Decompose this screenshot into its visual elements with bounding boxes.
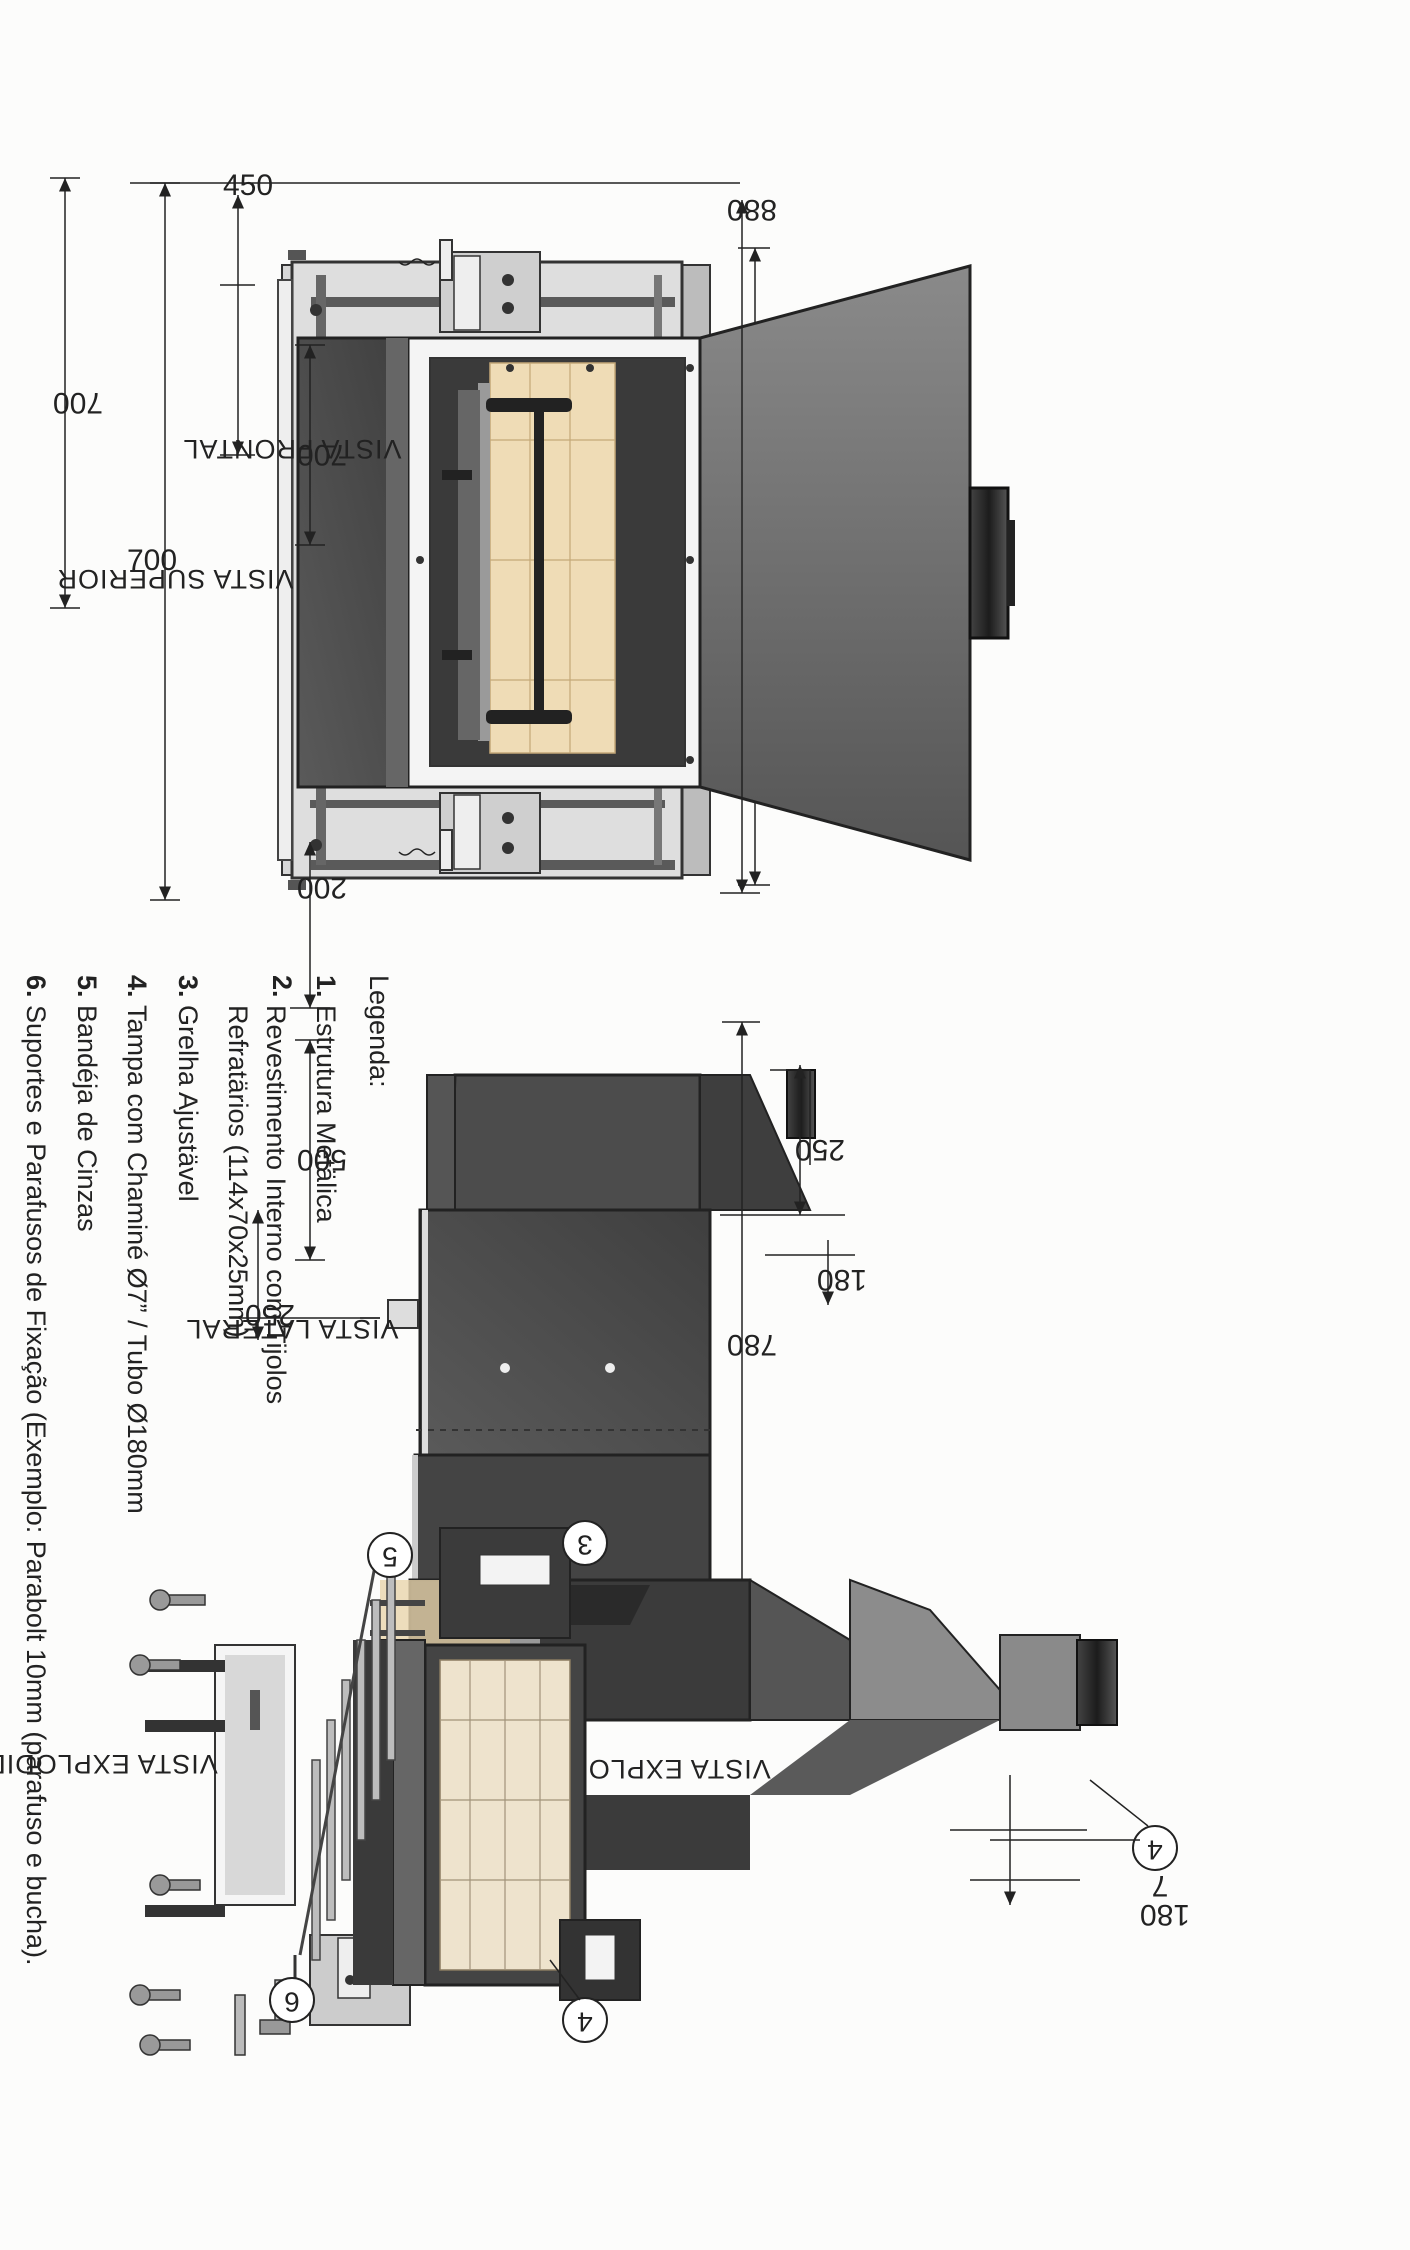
legend-item: 6. Suportes e Parafusos de Fixação (Exem… [11, 975, 62, 2215]
top-view-title: VISTA SUPERIOR [56, 564, 293, 594]
side-view-depth-dim: 500 [297, 1143, 347, 1176]
legend-item-text: Estrutura Metälica [311, 1005, 342, 1223]
front-view-support-dim: 200 [297, 871, 347, 904]
legend-item-number: 5. [72, 975, 102, 998]
legend-item-number: 2. [267, 975, 297, 998]
exploded-dim-b: 180 [1140, 1898, 1190, 1931]
exploded-callout-4-bottom: 4 [577, 2007, 593, 2038]
front-view-hood [698, 264, 1015, 862]
legend-item-number: 4. [122, 975, 153, 998]
exploded-dim-a: 7 [1152, 1869, 1169, 1902]
side-view-total-dim: 780 [727, 1328, 777, 1361]
side-view-chimney-dim: 250 [795, 1133, 845, 1166]
legend-item: 2. Revestimento Interno com Tijolos Refr… [213, 975, 301, 2215]
exploded-callout-5: 5 [382, 1542, 398, 1573]
front-view-total-width-dim: 880 [727, 193, 777, 226]
side-view-base-dim: 250 [245, 1298, 295, 1331]
legend: Legenda: 1. Estrutura Metälica 2. Revest… [11, 975, 404, 2215]
legend-item-number: 3. [173, 975, 203, 998]
legend-item: 3. Grelha Ajustävel [163, 975, 214, 2215]
legend-item: 1. Estrutura Metälica [301, 975, 352, 2215]
legend-title: Legenda: [364, 975, 394, 1088]
front-view: 880 700 700 200 VISTA FRONTAL [50, 177, 1015, 1009]
top-view-inner-width-dim: 700 [127, 544, 177, 577]
legend-item-text: Tampa com Chaminé Ø7” / Tubo Ø180mm [122, 1005, 153, 1514]
legend-item-text: Bandéja de Cinzas [72, 1005, 102, 1232]
exploded-callout-6: 6 [284, 1987, 300, 2018]
side-view-offset-dim: 180 [817, 1263, 867, 1296]
front-view-title: VISTA FRONTAL [182, 434, 401, 464]
front-view-firebox [406, 336, 702, 789]
legend-item-number: 6. [21, 975, 52, 998]
front-view-base [296, 336, 410, 789]
front-view-right-height-dim: 700 [53, 386, 103, 419]
legend-item-text-continued: Refratärios (114x70x25mm) [223, 1005, 253, 1338]
exploded-view-lower-title: VISTA EXPLODIDA [0, 1749, 218, 1779]
exploded-callout-4-top: 4 [1147, 1835, 1163, 1866]
legend-item: 4. Tampa com Chaminé Ø7” / Tubo Ø180mm [112, 975, 163, 2215]
legend-item-text: Grelha Ajustävel [173, 1005, 203, 1202]
front-view-height-dim: 700 [297, 438, 347, 471]
exploded-callout-3: 3 [577, 1530, 593, 1561]
legend-item-text: Suportes e Parafusos de Fixação (Exemplo… [21, 1005, 52, 1966]
legend-item-number: 1. [311, 975, 342, 998]
legend-item: 5. Bandéja de Cinzas [62, 975, 113, 2215]
legend-item-text: Revestimento Interno com Tijolos [261, 1005, 291, 1405]
front-view-supports [398, 239, 541, 874]
top-view-depth-dim: 450 [223, 169, 273, 202]
side-view-title: VISTA LATERAL [185, 1314, 398, 1344]
exploded-view-parts: 3 4 5 6 VISTA EXPLODIDA [0, 1520, 641, 2056]
